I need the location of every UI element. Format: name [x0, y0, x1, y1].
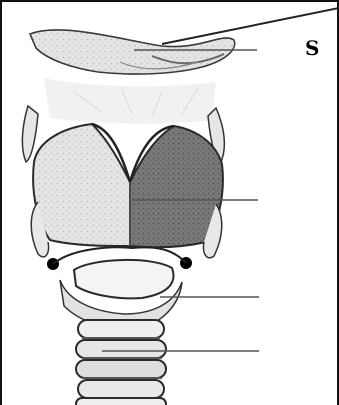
- superior-horn-left: [22, 106, 38, 162]
- cricoid-cartilage: [74, 260, 174, 298]
- trachea: [76, 320, 166, 405]
- hyoid-bone: [30, 30, 235, 74]
- thyroid-cartilage-left: [33, 124, 130, 246]
- label-s: S: [305, 38, 319, 58]
